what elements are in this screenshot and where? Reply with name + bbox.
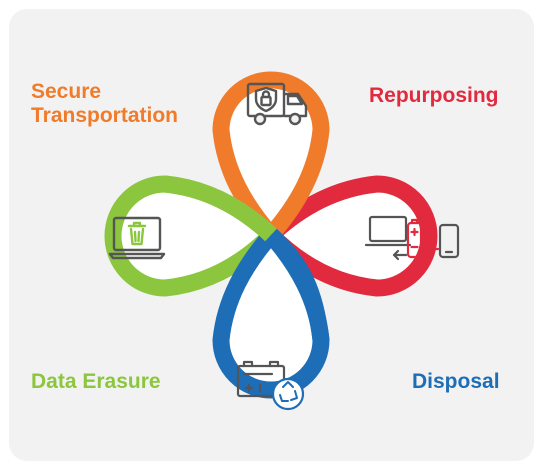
delivery-truck-shield-lock-icon <box>246 82 308 126</box>
repurposing-label: Repurposing <box>369 84 499 107</box>
secure-transportation-line1: Secure <box>31 80 102 103</box>
blue-weave-segment <box>265 228 330 342</box>
laptop-trash-icon <box>108 216 166 260</box>
battery-recycle-icon <box>236 360 305 411</box>
secure-transportation-label: Secure Transportation <box>31 80 178 128</box>
disposal-label: Disposal <box>412 370 500 393</box>
green-weave-segment <box>164 175 277 242</box>
red-loop <box>262 175 438 297</box>
data-erasure-label: Data Erasure <box>31 370 161 393</box>
laptop-battery-phone-transfer-icon <box>364 215 460 261</box>
secure-transportation-line2: Transportation <box>31 104 179 127</box>
